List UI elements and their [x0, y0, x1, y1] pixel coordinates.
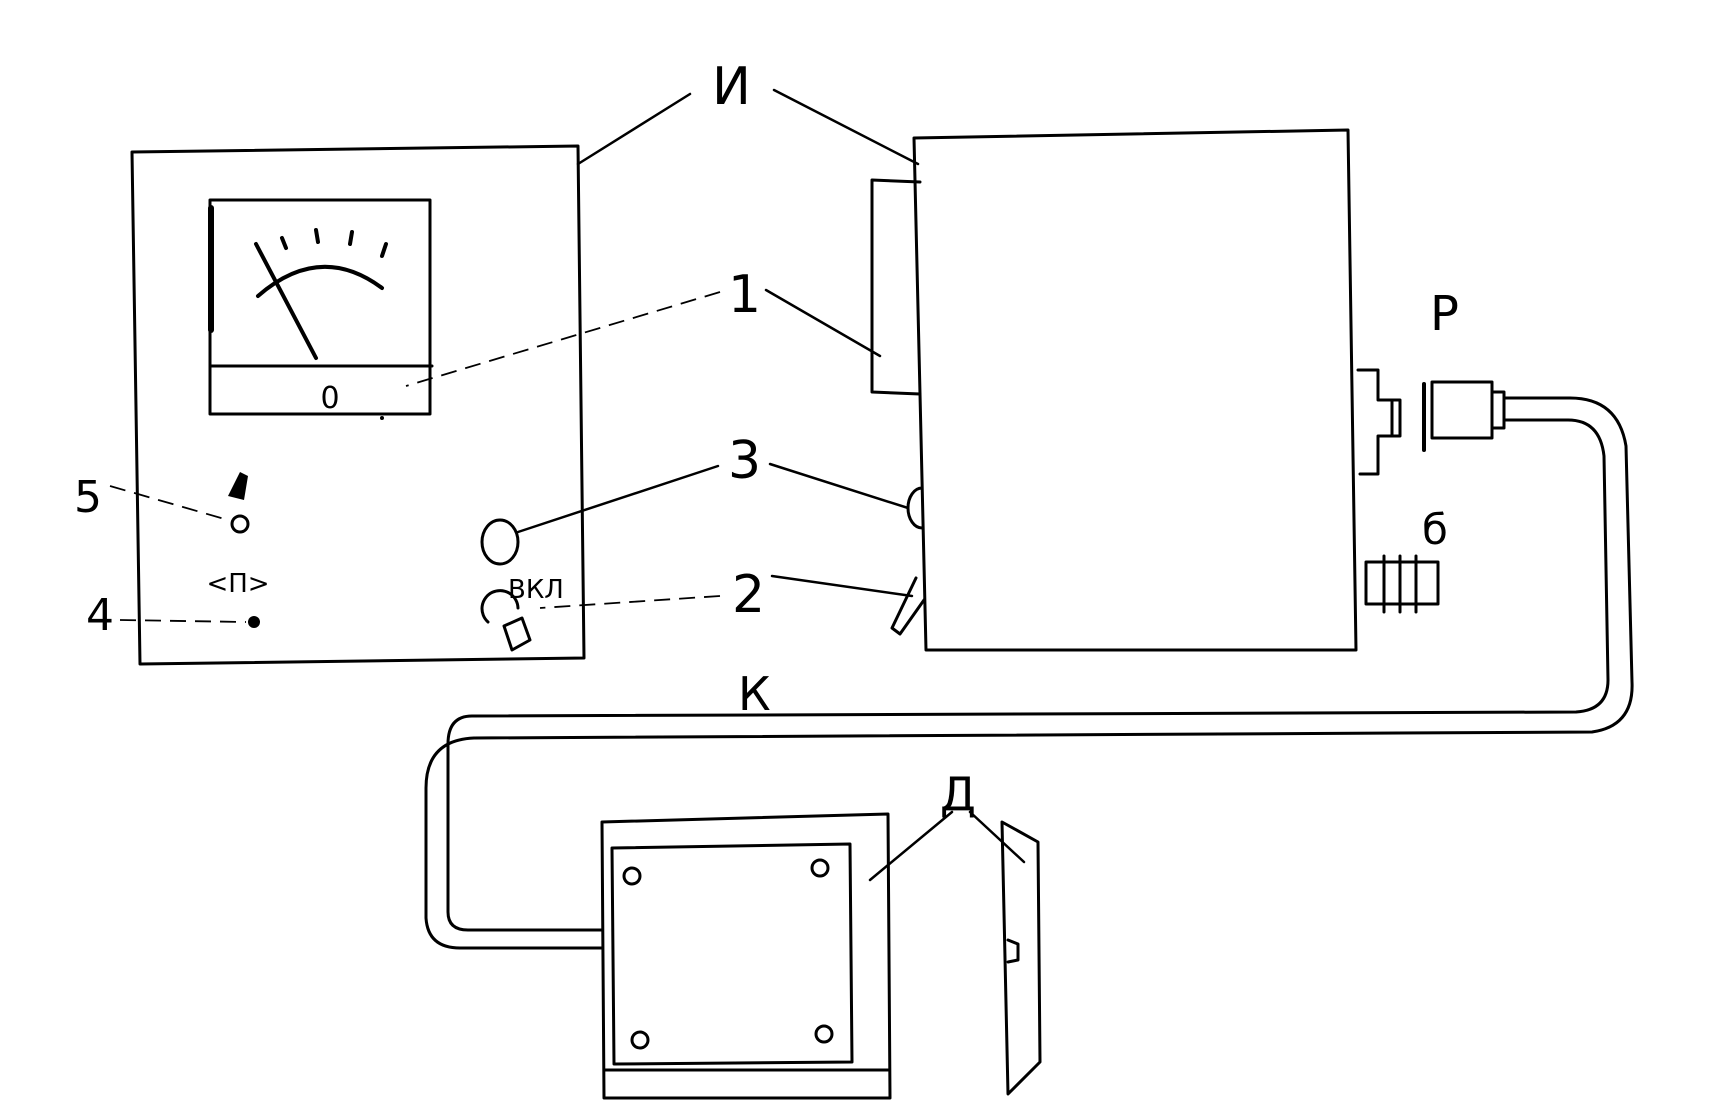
- meter-scale-arc: [256, 264, 384, 298]
- callout-4: 4: [86, 590, 114, 641]
- meter-tick: [314, 228, 320, 244]
- meter-tick: [380, 242, 388, 258]
- mount-hole: [630, 1030, 650, 1050]
- connector-label: Р: [1430, 286, 1459, 342]
- callout-2: 2: [732, 565, 765, 625]
- lamp-glow-icon: [228, 472, 248, 500]
- analog-meter: 0: [208, 198, 434, 420]
- lamp-mark-label: <П>: [206, 569, 269, 599]
- sensor-unit: [600, 812, 892, 1100]
- indicator-lamp: [228, 472, 250, 534]
- mount-hole: [622, 866, 642, 886]
- callout-5: 5: [74, 472, 102, 523]
- mount-hole: [810, 858, 830, 878]
- terminal-4: [248, 616, 260, 628]
- switch-text-label: ВКЛ: [508, 575, 564, 605]
- meter-tick: [348, 230, 354, 246]
- meter-tick: [280, 236, 288, 250]
- meter-zero-label: 0: [320, 381, 339, 416]
- callout-3: 3: [728, 431, 761, 491]
- meter-needle: [254, 242, 318, 360]
- sensor-side-view: [1000, 820, 1042, 1096]
- mount-hole: [814, 1024, 834, 1044]
- adjust-knob: [480, 518, 520, 566]
- part-label-b: б: [1422, 505, 1448, 554]
- device-label: И: [712, 57, 751, 117]
- cable-label: К: [738, 667, 771, 721]
- cable-plug: [1422, 380, 1506, 452]
- power-switch: [480, 589, 532, 652]
- connecting-cable: [424, 396, 1634, 950]
- callout-1: 1: [728, 265, 761, 325]
- main-unit: [870, 128, 1440, 652]
